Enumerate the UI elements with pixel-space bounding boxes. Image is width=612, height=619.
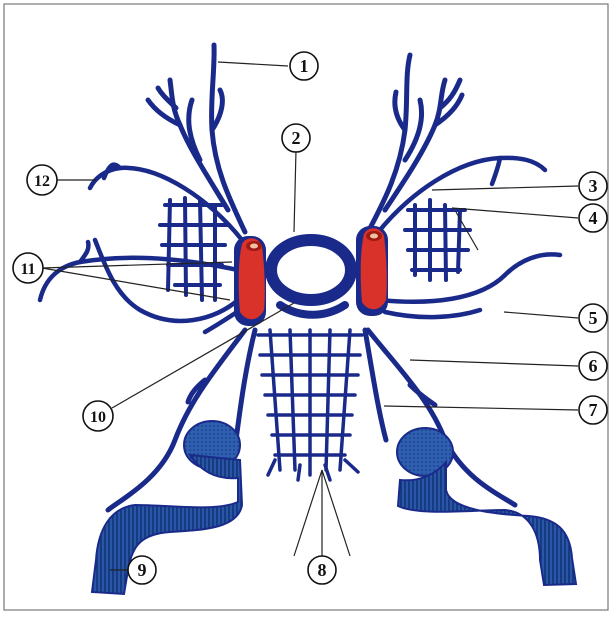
label-8: 8 <box>308 556 336 584</box>
svg-text:4: 4 <box>589 208 598 228</box>
right-pterygoid-plexus <box>405 200 470 280</box>
label-6: 6 <box>579 352 607 380</box>
label-2: 2 <box>282 124 310 152</box>
svg-text:8: 8 <box>318 560 327 580</box>
basilar-plexus <box>258 330 362 480</box>
svg-text:2: 2 <box>292 128 301 148</box>
right-cavernous-sinus <box>356 226 388 316</box>
left-lateral-veins <box>40 165 242 332</box>
svg-text:3: 3 <box>589 176 598 196</box>
svg-text:6: 6 <box>589 356 598 376</box>
label-7: 7 <box>579 396 607 424</box>
label-10: 10 <box>83 401 113 431</box>
svg-text:11: 11 <box>20 261 35 278</box>
label-9: 9 <box>128 556 156 584</box>
svg-text:9: 9 <box>138 560 147 580</box>
svg-text:1: 1 <box>300 56 309 76</box>
svg-text:7: 7 <box>589 400 598 420</box>
vein-network <box>40 45 560 510</box>
right-lateral-veins <box>372 158 560 317</box>
label-3: 3 <box>579 172 607 200</box>
label-1: 1 <box>290 52 318 80</box>
svg-text:12: 12 <box>34 173 50 190</box>
right-lower-sinus <box>397 428 576 585</box>
label-4: 4 <box>579 204 607 232</box>
intercavernous-ring <box>271 240 351 300</box>
label-11: 11 <box>13 253 43 283</box>
label-5: 5 <box>579 304 607 332</box>
label-12: 12 <box>27 165 57 195</box>
left-cavernous-sinus <box>234 236 266 326</box>
svg-text:5: 5 <box>589 308 598 328</box>
svg-text:10: 10 <box>90 409 106 426</box>
